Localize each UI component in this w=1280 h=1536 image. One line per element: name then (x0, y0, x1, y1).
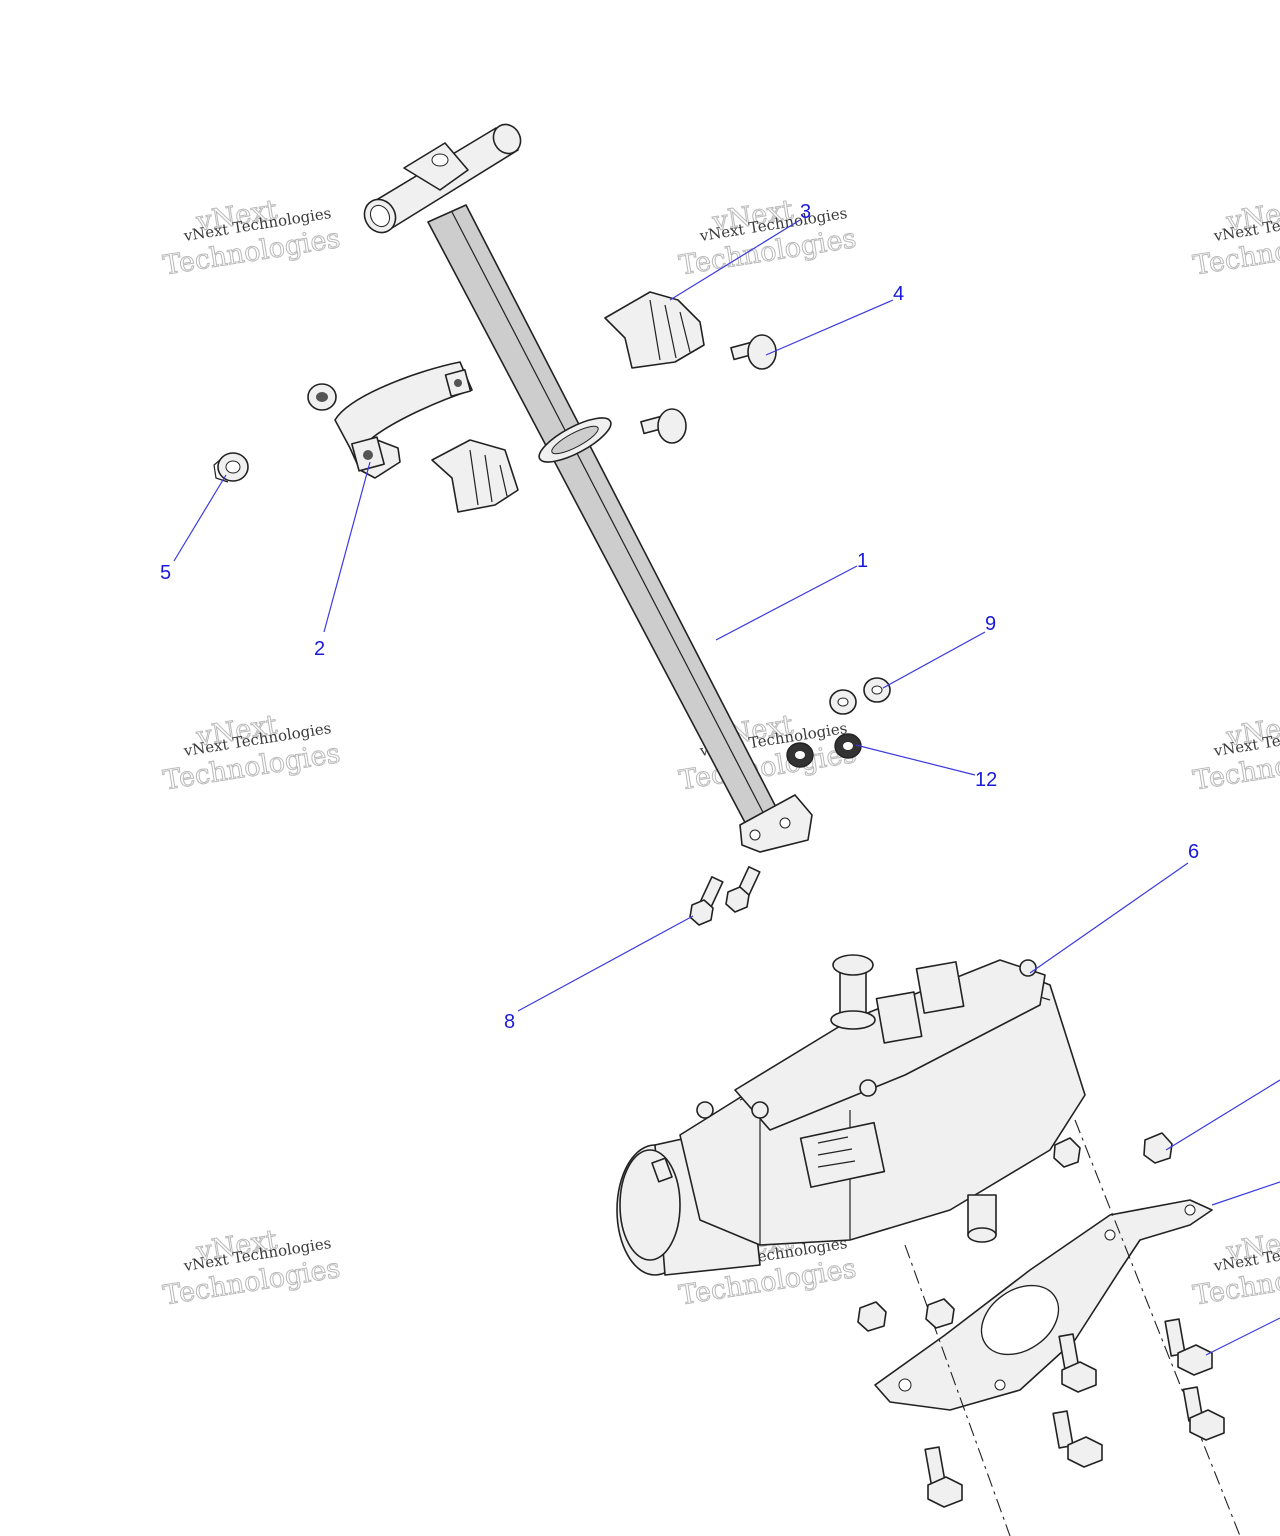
watermark-top-center: vNext vNext Technologies Technologies (676, 194, 858, 282)
watermark-mid-left: vNext vNext Technologies Technologies (160, 709, 342, 797)
leader-line-4 (765, 299, 894, 356)
callout-1: 1 (857, 550, 868, 572)
nut-right (863, 677, 891, 703)
nut-plate-1 (1053, 1137, 1081, 1168)
bolt-lower-4 (1182, 1386, 1225, 1441)
leader-line-12 (855, 744, 976, 776)
leader-line-offscreen-2 (1211, 1181, 1280, 1206)
bolt-right (725, 866, 761, 913)
watermark-top-left: vNext vNext Technologies Technologies (160, 194, 342, 282)
flange-nut-upper (307, 383, 337, 411)
bolt-lower-3 (1052, 1410, 1103, 1468)
watermark-bottom-right: vNext vNext Technologies Technologies (1190, 1224, 1280, 1312)
leader-line-6 (1029, 862, 1189, 974)
callout-6: 6 (1188, 841, 1199, 863)
leader-line-3 (669, 219, 801, 301)
callout-4: 4 (893, 283, 904, 305)
callout-2: 2 (314, 638, 325, 660)
bolt-lower-5 (924, 1446, 963, 1508)
leader-line-2 (323, 461, 371, 633)
nut-plate-4 (925, 1298, 955, 1329)
watermark-top-right: vNext vNext Technologies Technologies (1190, 194, 1280, 282)
washer-left (786, 742, 814, 768)
callout-9: 9 (985, 613, 996, 635)
callout-5: 5 (160, 562, 171, 584)
nut-plate-2 (1143, 1132, 1173, 1164)
callout-8: 8 (504, 1011, 515, 1033)
rivet-lower (640, 408, 687, 444)
clamp-bracket (334, 361, 473, 479)
leader-line-8 (517, 915, 694, 1012)
callout-12: 12 (975, 769, 997, 791)
washer-right (834, 733, 862, 759)
rivet-upper (730, 334, 777, 370)
bushing-lower (431, 439, 519, 513)
leader-line-offscreen-3 (1205, 1317, 1280, 1356)
centerline (1074, 1119, 1241, 1536)
watermark-mid-right: vNext vNext Technologies Technologies (1190, 709, 1280, 797)
nut-left (829, 689, 857, 715)
power-steering-unit (616, 954, 1086, 1276)
bushing-upper (604, 291, 705, 369)
mounting-plate (874, 1199, 1213, 1411)
centerline (904, 1244, 1011, 1536)
nut-plate-3 (857, 1301, 887, 1332)
leader-line-5 (173, 474, 227, 562)
steering-column (363, 123, 813, 853)
bolt-lower-1 (1058, 1333, 1097, 1393)
leader-line-9 (882, 631, 986, 689)
leader-line-offscreen-1 (1165, 1079, 1280, 1151)
leader-line-1 (715, 565, 858, 641)
callout-3: 3 (800, 201, 811, 223)
bolt-left (689, 876, 724, 926)
bolt-lower-2 (1164, 1318, 1213, 1376)
watermark-bottom-left: vNext vNext Technologies Technologies (160, 1224, 342, 1312)
flange-nut-left (213, 452, 249, 483)
